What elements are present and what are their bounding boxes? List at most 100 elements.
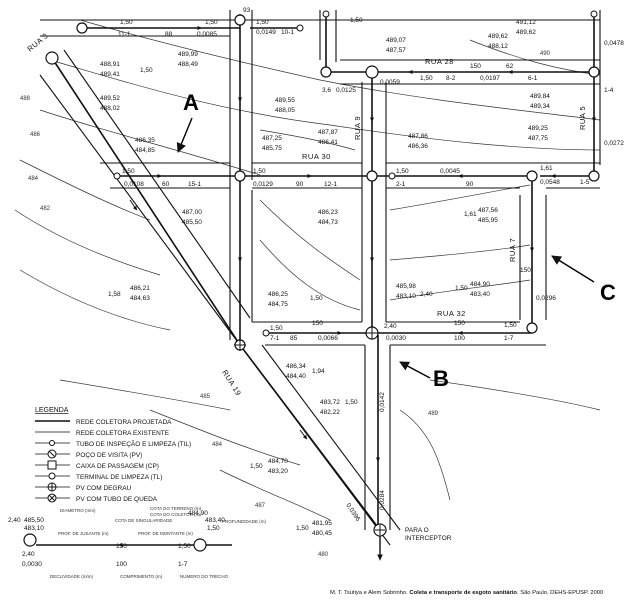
svg-text:485,98: 485,98 <box>396 283 416 290</box>
svg-text:PARA O: PARA O <box>405 527 429 534</box>
manholes <box>45 14 600 537</box>
terminal-til <box>590 10 598 18</box>
svg-text:486,41: 486,41 <box>318 139 338 146</box>
svg-text:90: 90 <box>296 181 304 188</box>
svg-text:483,40: 483,40 <box>205 517 225 524</box>
svg-text:1,50: 1,50 <box>296 525 309 532</box>
svg-text:0,0030: 0,0030 <box>22 561 42 568</box>
svg-text:490: 490 <box>540 51 551 57</box>
svg-text:488,05: 488,05 <box>275 107 295 114</box>
svg-text:1,50: 1,50 <box>120 19 133 26</box>
segment-values: 1,50 1,50 88 0,0085 11-1 1,50 0,0149 93 … <box>100 7 624 537</box>
callout-c: C <box>551 255 616 305</box>
svg-text:150: 150 <box>454 320 465 327</box>
svg-text:483,10: 483,10 <box>24 525 44 532</box>
svg-text:2,40: 2,40 <box>22 551 35 558</box>
svg-text:CAIXA DE PASSAGEM (CP): CAIXA DE PASSAGEM (CP) <box>76 463 159 470</box>
svg-text:482,22: 482,22 <box>320 409 340 416</box>
svg-text:485,50: 485,50 <box>182 219 202 226</box>
svg-text:1,50: 1,50 <box>310 295 323 302</box>
svg-text:484,75: 484,75 <box>268 301 288 308</box>
svg-text:480,45: 480,45 <box>312 530 332 537</box>
street-rua-32: RUA 32 <box>437 309 466 318</box>
street-outlines <box>39 10 601 546</box>
svg-text:487: 487 <box>255 503 266 509</box>
manhole-pv <box>588 66 600 78</box>
svg-text:484,90: 484,90 <box>188 510 208 517</box>
svg-text:489,34: 489,34 <box>530 103 550 110</box>
svg-text:483,10: 483,10 <box>396 293 416 300</box>
svg-text:0,0149: 0,0149 <box>256 29 276 36</box>
manhole-pv <box>45 51 59 65</box>
svg-text:486: 486 <box>30 132 41 138</box>
svg-text:1,50: 1,50 <box>253 168 266 175</box>
svg-text:1,50: 1,50 <box>270 325 283 332</box>
svg-text:485,75: 485,75 <box>262 145 282 152</box>
svg-text:487,87: 487,87 <box>318 129 338 136</box>
svg-text:COTA DE SINGULARIDADE: COTA DE SINGULARIDADE <box>115 518 172 523</box>
svg-text:60: 60 <box>162 181 170 188</box>
svg-text:2,40: 2,40 <box>384 323 397 330</box>
svg-text:1,50: 1,50 <box>250 463 263 470</box>
svg-text:489: 489 <box>428 411 439 417</box>
svg-text:488,49: 488,49 <box>178 61 198 68</box>
svg-text:1,50: 1,50 <box>205 19 218 26</box>
svg-text:1,58: 1,58 <box>108 291 121 298</box>
svg-text:150: 150 <box>312 320 323 327</box>
svg-text:488: 488 <box>20 96 31 102</box>
svg-text:485,50: 485,50 <box>24 517 44 524</box>
svg-text:486,36: 486,36 <box>408 143 428 150</box>
street-names: RUA 28 RUA 30 RUA 32 RUA 19 RUA 7 RUA 5 … <box>26 31 587 397</box>
credit-publisher: . São Paulo. DEHS-EPUSP. 2000 <box>516 590 604 596</box>
svg-text:483,72: 483,72 <box>320 399 340 406</box>
terminal-til <box>262 329 270 337</box>
manhole-pv <box>526 170 538 182</box>
svg-text:LEGENDA: LEGENDA <box>35 407 69 414</box>
outlet: PARA O INTERCEPTOR <box>377 527 452 561</box>
svg-text:COMPRIMENTO (m): COMPRIMENTO (m) <box>120 574 163 579</box>
svg-text:487,57: 487,57 <box>386 47 406 54</box>
svg-text:0,0478: 0,0478 <box>604 40 624 47</box>
svg-text:0,0108: 0,0108 <box>124 181 144 188</box>
svg-text:486,34: 486,34 <box>286 363 306 370</box>
annotation-detail: 2,40 485,50 483,10 483,40 484,90 1,50 DI… <box>8 506 266 579</box>
manhole-pv <box>588 170 600 182</box>
svg-text:POÇO DE VISITA (PV): POÇO DE VISITA (PV) <box>76 452 142 459</box>
svg-text:480: 480 <box>318 552 329 558</box>
svg-text:0,0396: 0,0396 <box>344 502 361 523</box>
svg-text:2-1: 2-1 <box>396 181 406 188</box>
svg-text:A: A <box>183 90 199 115</box>
svg-text:15-1: 15-1 <box>188 181 201 188</box>
credit-authors: M. T. Tsutiya e Alem Sobrinho. <box>330 590 408 596</box>
svg-text:PV COM DEGRAU: PV COM DEGRAU <box>76 485 132 492</box>
svg-text:1,50: 1,50 <box>345 399 358 406</box>
svg-text:1-4: 1-4 <box>604 87 614 94</box>
svg-text:484,90: 484,90 <box>470 281 490 288</box>
svg-text:1,50: 1,50 <box>207 525 220 532</box>
pv-step-marks <box>234 327 385 535</box>
manhole-pv <box>526 322 538 334</box>
svg-text:12-1: 12-1 <box>324 181 337 188</box>
svg-text:1,50: 1,50 <box>122 168 135 175</box>
svg-text:487,75: 487,75 <box>528 135 548 142</box>
svg-text:COTA DO COLETOR (m): COTA DO COLETOR (m) <box>150 512 201 517</box>
svg-text:489,41: 489,41 <box>100 71 120 78</box>
terminals <box>113 10 598 337</box>
terminal-til <box>322 10 330 18</box>
svg-text:PROF. DE JUSANTE (m): PROF. DE JUSANTE (m) <box>58 531 109 536</box>
terminal-til <box>388 172 396 180</box>
svg-text:484,73: 484,73 <box>318 219 338 226</box>
svg-text:486,25: 486,25 <box>268 291 288 298</box>
svg-text:1,50: 1,50 <box>396 168 409 175</box>
svg-text:0,0125: 0,0125 <box>336 87 356 94</box>
svg-text:150: 150 <box>116 543 127 550</box>
svg-text:INTERCEPTOR: INTERCEPTOR <box>405 535 452 542</box>
svg-text:11-1: 11-1 <box>118 31 131 38</box>
svg-text:150: 150 <box>470 63 481 70</box>
svg-text:NUMERO DO TRECHO: NUMERO DO TRECHO <box>180 574 229 579</box>
svg-text:489,07: 489,07 <box>386 37 406 44</box>
svg-text:485,95: 485,95 <box>478 217 498 224</box>
svg-text:0,0197: 0,0197 <box>480 75 500 82</box>
svg-text:93: 93 <box>243 7 251 14</box>
svg-text:481,95: 481,95 <box>312 520 332 527</box>
